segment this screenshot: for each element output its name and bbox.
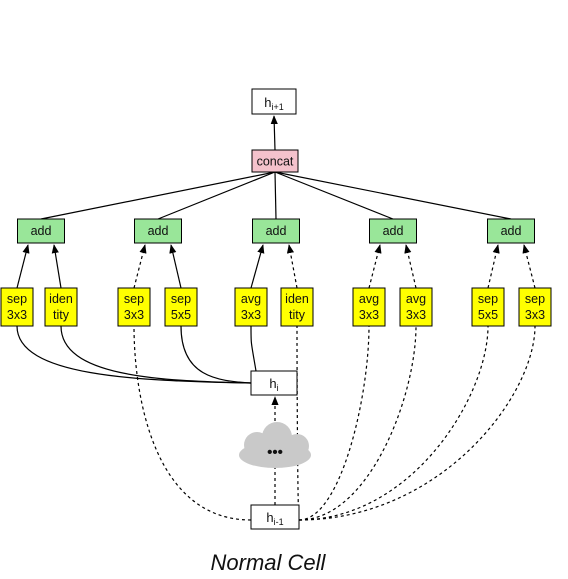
operation-line1: sep xyxy=(171,292,191,306)
operation-line2: 5x5 xyxy=(171,308,191,322)
operation-line2: tity xyxy=(53,308,70,322)
op-to-add-edge xyxy=(51,244,62,289)
op-to-add-edge xyxy=(133,244,147,289)
op-to-add-edge xyxy=(522,244,536,289)
cloud-ellipsis: ••• xyxy=(267,444,283,461)
add-label: add xyxy=(148,224,169,238)
edges xyxy=(16,115,536,521)
add-node: add xyxy=(252,218,300,244)
operation-line1: sep xyxy=(124,292,144,306)
operation-line2: 3x3 xyxy=(359,308,379,322)
add-label: add xyxy=(31,224,52,238)
operation-line2: 3x3 xyxy=(124,308,144,322)
operation-line1: avg xyxy=(241,292,261,306)
operation-node: sep 5x5 xyxy=(164,287,198,327)
input-current-subscript: i xyxy=(277,383,279,393)
op-to-add-edge xyxy=(286,244,298,289)
operation-line2: 3x3 xyxy=(525,308,545,322)
add-label: add xyxy=(383,224,404,238)
previous-to-op-edge xyxy=(298,325,536,521)
current-to-op-edge xyxy=(60,325,252,384)
current-to-op-edge xyxy=(16,325,252,384)
add-node: add xyxy=(369,218,417,244)
input-previous-node: hi-1 xyxy=(250,504,300,530)
operation-node: sep 3x3 xyxy=(0,287,34,327)
svg-text:hi+1: hi+1 xyxy=(264,95,284,112)
current-to-op-edge xyxy=(250,325,257,372)
operation-node: sep 3x3 xyxy=(117,287,151,327)
cloud-shape: ••• xyxy=(239,422,311,468)
add-to-concat-edge xyxy=(274,171,394,220)
previous-to-op-edge xyxy=(296,325,300,521)
add-to-concat-edge xyxy=(274,171,512,220)
operation-line1: sep xyxy=(7,292,27,306)
operation-line2: 3x3 xyxy=(7,308,27,322)
operation-node: sep 3x3 xyxy=(518,287,552,327)
input-previous-subscript: i-1 xyxy=(274,517,284,527)
output-node-base: h xyxy=(264,95,271,110)
operation-line2: 5x5 xyxy=(478,308,498,322)
previous-to-op-edge xyxy=(298,325,417,521)
add-node: add xyxy=(487,218,535,244)
add-label: add xyxy=(501,224,522,238)
output-node: hi+1 xyxy=(251,88,297,115)
previous-to-op-edge xyxy=(298,325,489,521)
add-label: add xyxy=(266,224,287,238)
add-node: add xyxy=(134,218,182,244)
output-node-subscript: i+1 xyxy=(271,102,283,112)
op-to-add-edge xyxy=(404,244,417,289)
operation-node: avg 3x3 xyxy=(234,287,268,327)
op-to-add-edge xyxy=(16,244,30,289)
operation-node: iden tity xyxy=(44,287,78,327)
concat-label: concat xyxy=(257,155,294,169)
add-nodes: add add add add add xyxy=(17,218,535,244)
operation-line1: iden xyxy=(285,292,309,306)
operation-line1: sep xyxy=(478,292,498,306)
operation-line2: 3x3 xyxy=(406,308,426,322)
operation-node: avg 3x3 xyxy=(352,287,386,327)
op-to-add-edge xyxy=(368,244,382,289)
diagram-caption: Normal Cell xyxy=(211,550,327,575)
operation-nodes: sep 3x3 iden tity sep 3x3 sep 5x5 avg 3x3 iden tity… xyxy=(0,287,552,327)
operation-line1: sep xyxy=(525,292,545,306)
operation-node: avg 3x3 xyxy=(399,287,433,327)
operation-line2: 3x3 xyxy=(241,308,261,322)
op-to-add-edge xyxy=(169,244,182,289)
op-to-add-edge xyxy=(250,244,265,289)
operation-node: iden tity xyxy=(280,287,314,327)
input-current-base: h xyxy=(269,376,276,391)
operation-line1: avg xyxy=(359,292,379,306)
svg-text:hi: hi xyxy=(269,376,278,393)
concat-to-output-edge xyxy=(270,115,278,151)
add-to-concat-edge xyxy=(40,171,276,220)
concat-node: concat xyxy=(251,149,299,173)
operation-line2: tity xyxy=(289,308,306,322)
previous-to-op-edge xyxy=(133,325,252,521)
svg-text:hi-1: hi-1 xyxy=(266,510,283,527)
previous-to-op-edge xyxy=(298,325,370,521)
input-current-node: hi xyxy=(250,370,298,396)
operation-node: sep 5x5 xyxy=(471,287,505,327)
operation-line1: avg xyxy=(406,292,426,306)
input-previous-base: h xyxy=(266,510,273,525)
add-to-concat-edge xyxy=(274,171,277,220)
operation-line1: iden xyxy=(49,292,73,306)
add-to-concat-edge xyxy=(157,171,276,220)
op-to-add-edge xyxy=(487,244,500,289)
add-node: add xyxy=(17,218,65,244)
current-to-op-edge xyxy=(180,325,252,384)
